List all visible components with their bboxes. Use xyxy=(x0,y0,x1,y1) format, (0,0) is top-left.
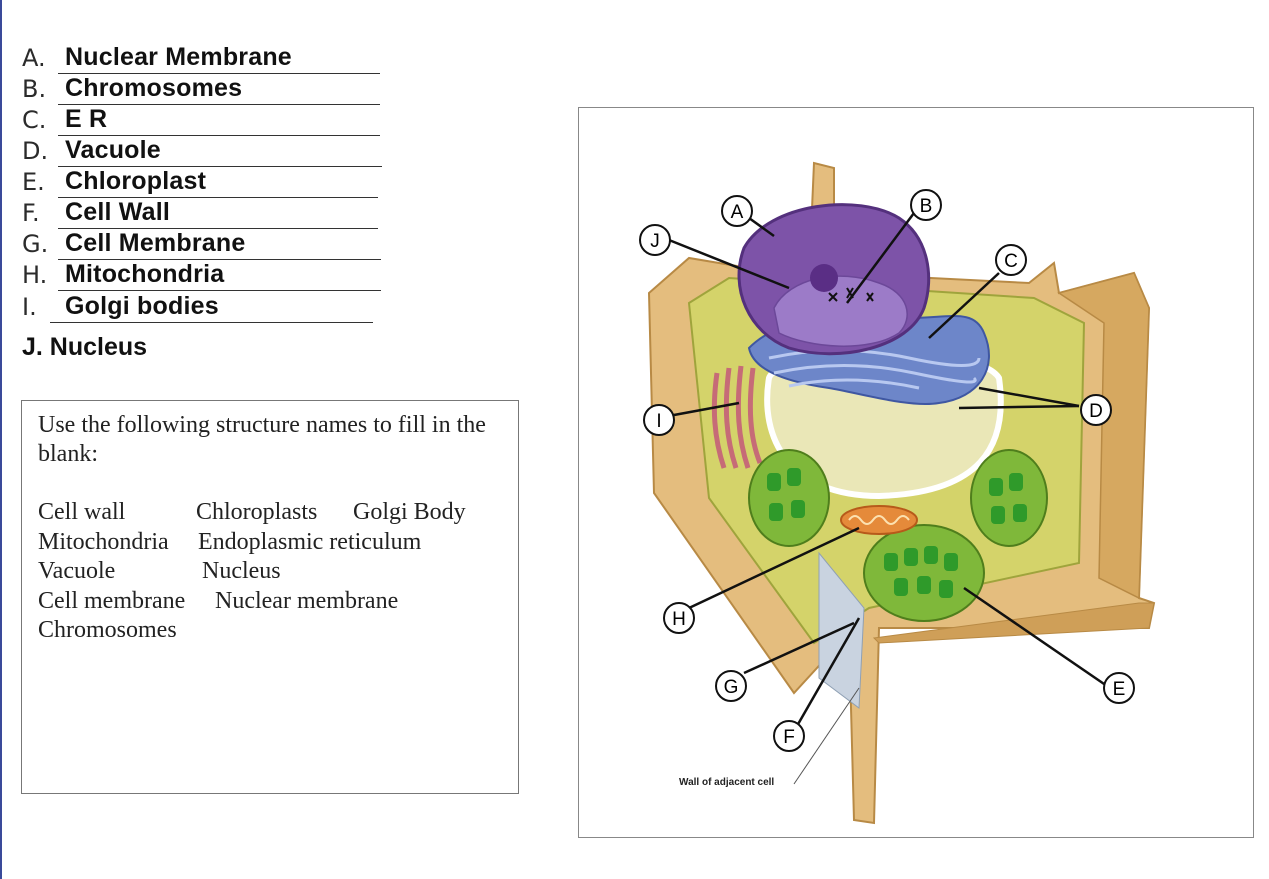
answer-text: E R xyxy=(65,105,108,133)
answer-letter: F. xyxy=(22,199,40,227)
word-bank-item: Chloroplasts xyxy=(196,499,318,525)
word-bank-item: Nuclear membrane xyxy=(215,588,399,614)
diagram-label-c: C xyxy=(995,244,1027,276)
answer-blank-line xyxy=(58,135,380,136)
answer-blank-line xyxy=(58,259,381,260)
svg-text:H: H xyxy=(672,609,686,630)
mitochondrion-shape xyxy=(840,505,918,535)
answer-blank-line xyxy=(50,322,373,323)
leader-lines xyxy=(668,212,1108,727)
answer-blank-line xyxy=(58,290,381,291)
answer-letter: G. xyxy=(22,230,49,258)
diagram-label-j: J xyxy=(639,224,671,256)
word-bank-item: Cell wall xyxy=(38,499,126,525)
answer-letter: A. xyxy=(22,44,46,72)
answer-blank-line xyxy=(58,228,378,229)
answer-row-c: C. E R xyxy=(20,105,400,136)
word-bank-item: Nucleus xyxy=(202,558,281,584)
answer-row-a: A. Nuclear Membrane xyxy=(20,43,400,74)
svg-text:J: J xyxy=(650,231,660,252)
mitochondrion-cristae xyxy=(848,515,910,525)
answer-text: Vacuole xyxy=(65,136,161,164)
answer-letter: C. xyxy=(22,106,47,134)
answer-letter: E. xyxy=(22,168,45,196)
word-bank-item: Vacuole xyxy=(38,558,116,584)
word-bank-item: Chromosomes xyxy=(38,617,177,643)
svg-text:A: A xyxy=(731,202,744,223)
svg-text:D: D xyxy=(1089,401,1103,422)
left-margin-rule xyxy=(0,0,2,879)
diagram-label-a: A xyxy=(721,195,753,227)
answer-j-nucleus: J. Nucleus xyxy=(22,333,148,361)
svg-text:B: B xyxy=(920,196,933,217)
svg-text:E: E xyxy=(1113,679,1126,700)
svg-text:F: F xyxy=(783,727,795,748)
diagram-label-f: F xyxy=(773,720,805,752)
answer-blank-line xyxy=(58,104,380,105)
svg-text:I: I xyxy=(656,411,661,432)
plant-cell-diagram: A B C D E F G H xyxy=(578,107,1254,838)
answer-row-h: H. Mitochondria xyxy=(20,260,400,291)
word-bank-item: Cell membrane xyxy=(38,588,186,614)
answer-letter: B. xyxy=(22,75,47,103)
answer-row-f: F. Cell Wall xyxy=(20,198,400,229)
word-bank-item: Golgi Body xyxy=(353,499,466,525)
answer-blank-line xyxy=(58,197,378,198)
word-bank-item: Mitochondria xyxy=(38,529,169,555)
word-bank-item: Endoplasmic reticulum xyxy=(198,529,422,555)
answer-row-b: B. Chromosomes xyxy=(20,74,400,105)
answer-text: Mitochondria xyxy=(65,260,225,288)
svg-text:C: C xyxy=(1004,251,1018,272)
diagram-label-b: B xyxy=(910,189,942,221)
answer-letter: D. xyxy=(22,137,49,165)
diagram-label-h: H xyxy=(663,602,695,634)
answer-text: Cell Wall xyxy=(65,198,171,226)
adjacent-cell-caption: Wall of adjacent cell xyxy=(679,777,774,788)
svg-text:G: G xyxy=(724,677,739,698)
answer-text: Chloroplast xyxy=(65,167,207,195)
answer-row-d: D. Vacuole xyxy=(20,136,400,167)
nucleus-interior xyxy=(773,275,908,347)
answer-row-g: G. Cell Membrane xyxy=(20,229,400,260)
answer-blank-line xyxy=(58,166,382,167)
answer-text: Nuclear Membrane xyxy=(65,43,292,71)
answer-text: Golgi bodies xyxy=(65,292,219,320)
diagram-label-e: E xyxy=(1103,672,1135,704)
caption-leader-line xyxy=(793,687,860,785)
answer-text: Cell Membrane xyxy=(65,229,246,257)
word-bank-instructions: Use the following structure names to fil… xyxy=(38,412,486,467)
answer-row-i: I. Golgi bodies xyxy=(20,292,400,323)
diagram-label-i: I xyxy=(643,404,675,436)
answer-letter: I. xyxy=(22,293,37,321)
answer-blank-line xyxy=(58,73,380,74)
answer-text: Chromosomes xyxy=(65,74,243,102)
answer-row-e: E. Chloroplast xyxy=(20,167,400,198)
diagram-label-d: D xyxy=(1080,394,1112,426)
answer-letter: H. xyxy=(22,261,48,289)
golgi-shape xyxy=(711,365,763,469)
plant-cell-illustration: A B C D E F G H xyxy=(639,161,1156,825)
word-bank-box: Use the following structure names to fil… xyxy=(21,400,519,794)
cell-wall-side xyxy=(1057,272,1150,600)
diagram-label-g: G xyxy=(715,670,747,702)
nucleolus-shape xyxy=(810,264,838,292)
chromosome-marks xyxy=(828,287,874,302)
chloroplast-shapes xyxy=(748,449,1048,622)
